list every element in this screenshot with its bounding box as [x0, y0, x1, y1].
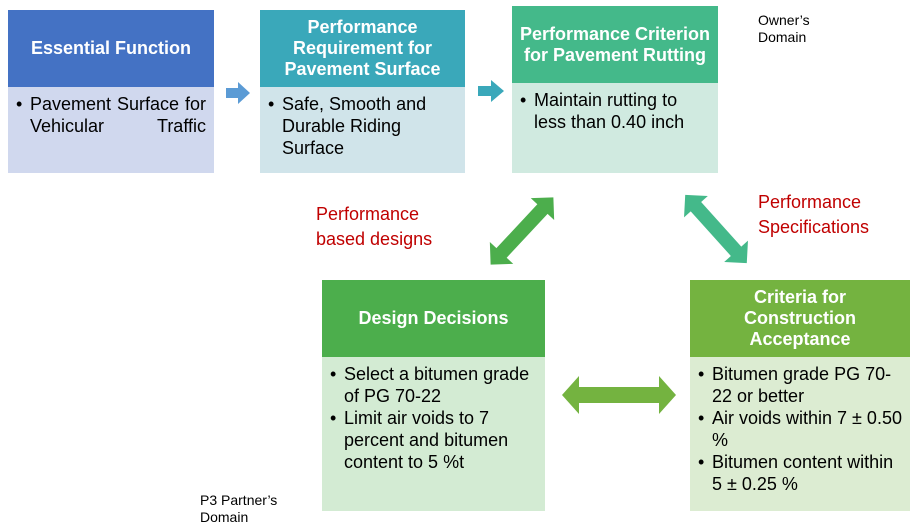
right-arrow-blue-icon [226, 82, 250, 104]
performance-requirement-box: Performance Requirement for Pavement Sur… [260, 10, 465, 173]
owner-domain-label: Owner’s Domain [758, 12, 810, 45]
essential-function-box: Essential Function Pavement Surface for … [8, 10, 214, 173]
acceptance-item: Bitumen content within 5 ± 0.25 % [698, 451, 902, 495]
requirement-item: Safe, Smooth and Durable Riding Surface [268, 93, 457, 159]
acceptance-item: Bitumen grade PG 70-22 or better [698, 363, 902, 407]
design-item: Select a bitumen grade of PG 70-22 [330, 363, 537, 407]
construction-acceptance-body: Bitumen grade PG 70-22 or better Air voi… [690, 357, 910, 511]
performance-based-designs-label: Performance based designs [316, 204, 433, 249]
construction-acceptance-box: Criteria for Construction Acceptance Bit… [690, 280, 910, 511]
construction-acceptance-title: Criteria for Construction Acceptance [690, 280, 910, 357]
performance-specifications-label: Performance Specifications [758, 192, 870, 237]
partner-domain-label: P3 Partner’s Domain [200, 492, 278, 525]
performance-criterion-title: Performance Criterion for Pavement Rutti… [512, 6, 718, 83]
acceptance-item: Air voids within 7 ± 0.50 % [698, 407, 902, 451]
essential-function-body: Pavement Surface for Vehicular Traffic [8, 87, 214, 173]
essential-function-title: Essential Function [8, 10, 214, 87]
design-decisions-body: Select a bitumen grade of PG 70-22 Limit… [322, 357, 545, 511]
design-decisions-box: Design Decisions Select a bitumen grade … [322, 280, 545, 511]
design-item: Limit air voids to 7 percent and bitumen… [330, 407, 537, 473]
performance-criterion-body: Maintain rutting to less than 0.40 inch [512, 83, 718, 173]
design-decisions-title: Design Decisions [322, 280, 545, 357]
right-arrow-teal-icon [478, 80, 504, 102]
performance-requirement-title: Performance Requirement for Pavement Sur… [260, 10, 465, 87]
criterion-item: Maintain rutting to less than 0.40 inch [520, 89, 710, 133]
performance-criterion-box: Performance Criterion for Pavement Rutti… [512, 6, 718, 173]
essential-item: Pavement Surface for Vehicular Traffic [16, 93, 206, 137]
performance-requirement-body: Safe, Smooth and Durable Riding Surface [260, 87, 465, 173]
